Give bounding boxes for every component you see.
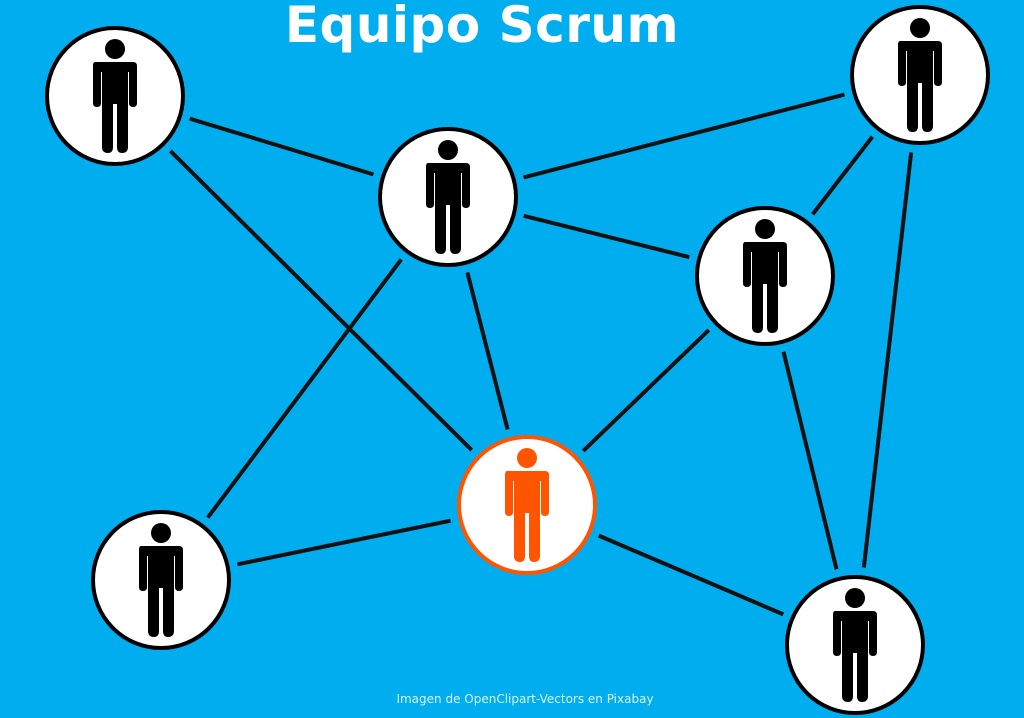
team-member-node-m1 bbox=[45, 26, 185, 166]
edge-m2-m5 bbox=[465, 272, 510, 430]
edge-m5-m7 bbox=[597, 533, 785, 617]
edge-m5-m6 bbox=[237, 518, 451, 567]
image-credit: Imagen de OpenClipart-Vectors en Pixabay bbox=[396, 692, 654, 706]
edge-m3-m7 bbox=[861, 152, 914, 568]
team-member-node-m6 bbox=[91, 510, 231, 650]
team-member-node-m4 bbox=[695, 206, 835, 346]
edge-m4-m7 bbox=[781, 351, 839, 570]
nodes bbox=[45, 5, 990, 715]
team-member-node-m5 bbox=[457, 435, 597, 575]
edge-m2-m4 bbox=[523, 213, 690, 260]
edge-m2-m3 bbox=[523, 92, 845, 180]
edge-m2-m6 bbox=[206, 258, 403, 519]
team-member-node-m7 bbox=[785, 575, 925, 715]
team-member-node-m3 bbox=[850, 5, 990, 145]
diagram-title: Equipo Scrum bbox=[284, 0, 680, 54]
edge-m3-m4 bbox=[811, 135, 874, 216]
edge-m1-m2 bbox=[189, 116, 374, 177]
edge-m1-m5 bbox=[168, 149, 474, 452]
edges bbox=[168, 92, 914, 617]
team-member-node-m2 bbox=[378, 127, 518, 267]
edge-m4-m5 bbox=[581, 328, 711, 453]
